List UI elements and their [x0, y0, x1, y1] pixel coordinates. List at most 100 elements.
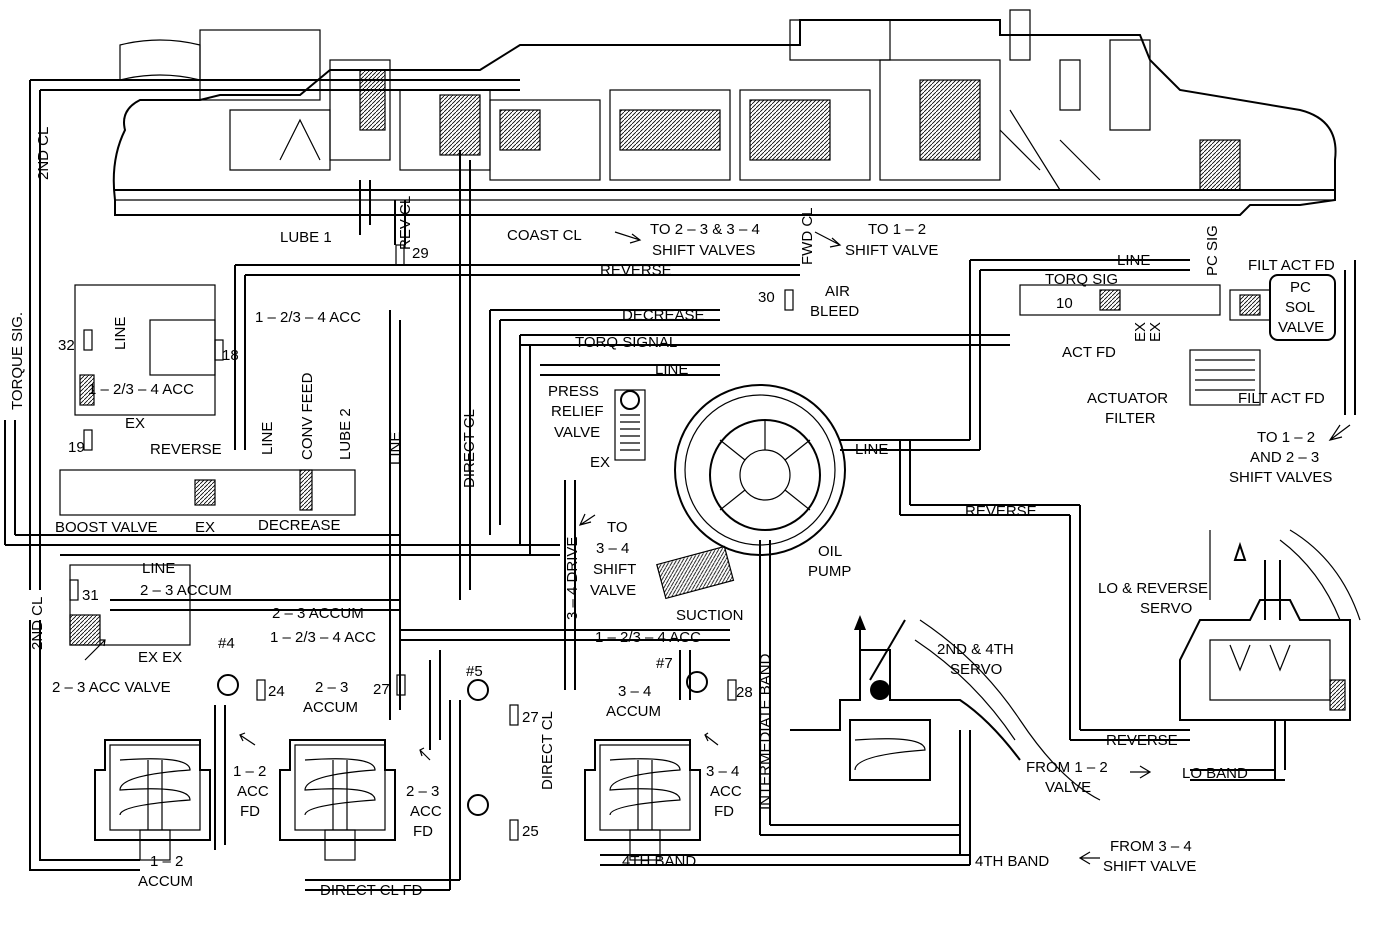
servo-2nd-4th — [790, 615, 1101, 801]
label-act-fd: ACT FD — [1062, 344, 1116, 361]
label-ex-ex: EX EX — [138, 649, 182, 666]
label-hash4: #4 — [218, 635, 235, 652]
label-to-12-23-2: AND 2 – 3 — [1250, 449, 1319, 466]
label-accum-23-num: 2 – 3 — [315, 679, 348, 696]
label-acc12-fd-2: ACC — [237, 783, 269, 800]
label-24: 24 — [268, 683, 285, 700]
label-relief: RELIEF — [551, 403, 604, 420]
label-to-34-2: 3 – 4 — [596, 540, 629, 557]
label-4th-band-a: 4TH BAND — [622, 853, 696, 870]
accum-12 — [94, 739, 211, 861]
label-reverse-a: REVERSE — [150, 441, 222, 458]
label-29: 29 — [412, 245, 429, 262]
label-line-d: LINE — [142, 560, 175, 577]
label-accum-23-b: 2 – 3 ACCUM — [272, 605, 364, 622]
label-acc-1234-a: 1 – 2/3 – 4 ACC — [255, 309, 361, 326]
label-from-12-2: VALVE — [1045, 779, 1091, 796]
label-torq-signal: TORQ SIGNAL — [575, 334, 677, 351]
label-to-34-3: SHIFT — [593, 561, 636, 578]
label-acc12-fd-1: 1 – 2 — [233, 763, 266, 780]
label-fwd-cl: FWD CL — [799, 208, 816, 266]
label-acc34-fd-3: FD — [714, 803, 734, 820]
check-ball-7 — [686, 671, 708, 693]
label-lo-rev-2: SERVO — [1140, 600, 1192, 617]
label-torq-sig: TORQ SIG — [1045, 271, 1118, 288]
check-ball-5b — [467, 794, 489, 816]
label-accum-23-word: ACCUM — [303, 699, 358, 716]
label-oil: OIL — [818, 543, 842, 560]
orifices — [69, 244, 794, 841]
label-2nd-cl-top: 2ND CL — [35, 127, 52, 180]
labels: LUBE 1 REV CL 29 COAST CL TO 2 – 3 & 3 –… — [9, 127, 1335, 899]
label-accum-23-a: 2 – 3 ACCUM — [140, 582, 232, 599]
oil-pump — [656, 384, 846, 600]
label-to-12-top: TO 1 – 2 — [868, 221, 926, 238]
label-acc23-fd-1: 2 – 3 — [406, 783, 439, 800]
label-accum12-1: 1 – 2 — [150, 853, 183, 870]
label-actuator: ACTUATOR — [1087, 390, 1168, 407]
label-pc-3: VALVE — [1278, 319, 1324, 336]
label-lube2: LUBE 2 — [337, 408, 354, 460]
actuator-filter — [1019, 284, 1261, 406]
leader-arrows — [84, 231, 1351, 865]
label-line-f: LINE — [855, 441, 888, 458]
label-pc-1: PC — [1290, 279, 1311, 296]
label-accum34-1: 3 – 4 — [618, 683, 651, 700]
label-ex-a: EX — [125, 415, 145, 432]
lo-reverse-servo — [1179, 529, 1361, 781]
label-25: 25 — [522, 823, 539, 840]
label-line-c: LINE — [387, 432, 404, 465]
label-direct-cl-b: DIRECT CL — [539, 711, 556, 790]
label-to-34-1: TO — [607, 519, 628, 536]
label-direct-cl-a: DIRECT CL — [461, 409, 478, 488]
label-ex-b: EX — [195, 519, 215, 536]
label-lo-band: LO BAND — [1182, 765, 1248, 782]
pc-sol-valve — [1229, 274, 1336, 341]
label-ex-c: EX — [590, 454, 610, 471]
label-filt-act-fd-b: FILT ACT FD — [1238, 390, 1325, 407]
label-from-12-1: FROM 1 – 2 — [1026, 759, 1108, 776]
label-bleed: BLEED — [810, 303, 859, 320]
label-to-34-4: VALVE — [590, 582, 636, 599]
label-pump: PUMP — [808, 563, 851, 580]
label-ex-e: EX — [1147, 322, 1164, 342]
label-acc-1234-c: 1 – 2/3 – 4 ACC — [270, 629, 376, 646]
label-decrease-a: DECREASE — [258, 517, 341, 534]
label-23-acc-valve: 2 – 3 ACC VALVE — [52, 679, 171, 696]
label-hash7: #7 — [656, 655, 673, 672]
label-acc34-fd-2: ACC — [710, 783, 742, 800]
label-32: 32 — [58, 337, 75, 354]
label-acc23-fd-3: FD — [413, 823, 433, 840]
label-from-34-2: SHIFT VALVE — [1103, 858, 1196, 875]
label-coast-cl: COAST CL — [507, 227, 582, 244]
label-pc-sig: PC SIG — [1204, 225, 1221, 276]
label-27b: 27 — [522, 709, 539, 726]
accum-23 — [279, 739, 396, 861]
label-reverse-b: REVERSE — [600, 262, 672, 279]
label-acc34-fd-1: 3 – 4 — [706, 763, 739, 780]
label-acc12-fd-3: FD — [240, 803, 260, 820]
label-2nd-cl-bottom: 2ND CL — [29, 597, 46, 650]
left-valve-body — [59, 284, 356, 646]
label-accum34-2: ACCUM — [606, 703, 661, 720]
check-ball-5 — [467, 679, 489, 701]
label-to-12-23-3: SHIFT VALVES — [1229, 469, 1332, 486]
label-reverse-d: REVERSE — [1106, 732, 1178, 749]
label-line-a: LINE — [112, 317, 129, 350]
label-shift-valve-top: SHIFT VALVE — [845, 242, 938, 259]
accum-34 — [584, 739, 701, 861]
label-to-23-34: TO 2 – 3 & 3 – 4 — [650, 221, 760, 238]
check-ball-4 — [217, 674, 239, 696]
label-acc-1234-b: 1 – 2/3 – 4 ACC — [88, 381, 194, 398]
label-acc-1234-d: 1 – 2/3 – 4 ACC — [595, 629, 701, 646]
hydraulic-passages — [4, 79, 1356, 891]
label-decrease-b: DECREASE — [622, 307, 705, 324]
label-rev-cl: REV CL — [397, 196, 414, 250]
label-reverse-c: REVERSE — [965, 503, 1037, 520]
label-from-34-1: FROM 3 – 4 — [1110, 838, 1192, 855]
label-accum12-2: ACCUM — [138, 873, 193, 890]
label-30: 30 — [758, 289, 775, 306]
label-line-e: LINE — [655, 361, 688, 378]
label-to-12-23-1: TO 1 – 2 — [1257, 429, 1315, 446]
